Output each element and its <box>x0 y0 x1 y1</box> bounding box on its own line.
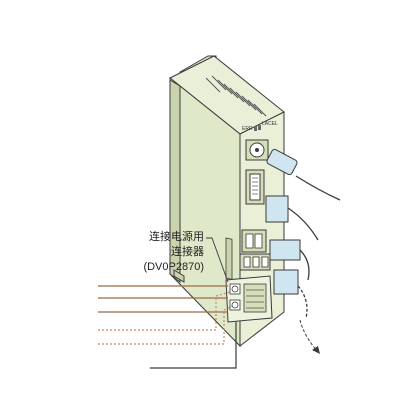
cable-plug-icon <box>265 195 319 241</box>
ground-wire <box>150 322 237 369</box>
panel-label-err: ERR <box>242 126 253 132</box>
cable-plug-icon <box>273 269 308 319</box>
callout-line-2: 连接器 <box>171 246 204 258</box>
callout-line-1: 连接电源用 <box>149 231 204 243</box>
callout-leader <box>206 237 229 283</box>
round-connector-icon <box>245 139 269 161</box>
d-sub-connector-icon <box>245 169 265 205</box>
power-wires <box>98 285 228 313</box>
housing-rear-strip <box>169 79 181 284</box>
status-led-icon <box>254 126 257 131</box>
cable-plug-icon <box>269 239 310 281</box>
panel-label-lacel: LACEL <box>262 121 278 127</box>
status-led-icon <box>258 125 261 130</box>
terminal-block-icon <box>239 253 271 271</box>
power-connector-icon <box>225 275 273 323</box>
connector-callout: 连接电源用 连接器 (DV0P2870) <box>104 230 204 275</box>
terminal-block-icon <box>241 229 267 253</box>
callout-line-3: (DV0P2870) <box>143 261 204 273</box>
power-wires-dotted <box>98 291 233 345</box>
side-slot <box>225 237 233 280</box>
ground-lead-end <box>312 346 320 354</box>
vent-slots-icon <box>205 75 267 117</box>
ground-lead <box>299 319 319 353</box>
cable-plug-icon <box>266 148 341 201</box>
housing-foot <box>173 269 185 283</box>
